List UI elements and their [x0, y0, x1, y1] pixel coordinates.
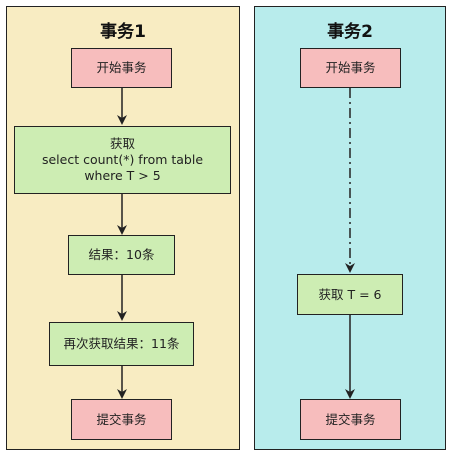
left-start-label: 开始事务	[96, 60, 147, 75]
right-fetch-label: 获取 T = 6	[318, 286, 382, 302]
transaction-1-title: 事务1	[100, 22, 146, 42]
transaction-2-title: 事务2	[327, 22, 373, 42]
right-commit-node: 提交事务	[300, 399, 401, 440]
left-fetch-node: 获取 select count(*) from table where T > …	[14, 126, 231, 194]
left-commit-node: 提交事务	[71, 399, 172, 440]
left-start-node: 开始事务	[71, 48, 172, 88]
right-commit-label: 提交事务	[325, 411, 376, 427]
right-fetch-node: 获取 T = 6	[297, 274, 403, 315]
right-start-label: 开始事务	[325, 60, 376, 75]
left-fetch-line-1: 获取	[109, 136, 135, 151]
left-refetch-node: 再次获取结果：11条	[49, 322, 194, 366]
left-result-label: 结果：10条	[88, 247, 155, 262]
left-refetch-label: 再次获取结果：11条	[63, 336, 180, 351]
right-start-node: 开始事务	[300, 48, 401, 88]
left-fetch-line-2: select count(*) from table	[41, 152, 204, 167]
left-result-node: 结果：10条	[68, 235, 175, 275]
left-fetch-line-3: where T > 5	[84, 168, 161, 183]
left-commit-label: 提交事务	[96, 411, 147, 427]
